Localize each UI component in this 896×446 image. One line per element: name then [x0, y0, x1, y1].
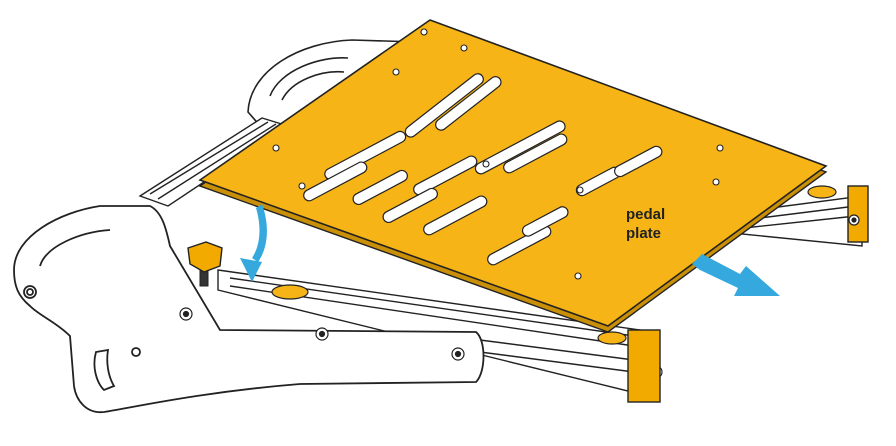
pedal-plate-label-line-2: plate — [626, 225, 662, 242]
pedal-plate-label-line-1: pedal — [626, 206, 666, 223]
rear-rubber-pad — [807, 185, 837, 199]
pedal-plate — [198, 19, 828, 333]
end-caps — [271, 185, 837, 403]
front-side-bracket — [13, 205, 485, 413]
adjustment-knob — [187, 241, 223, 287]
tilt-arrow — [240, 204, 267, 282]
front-end-cap — [627, 329, 661, 403]
slide-arrow — [692, 254, 780, 296]
left-rubber-pad — [271, 284, 309, 300]
front-rubber-pad — [597, 331, 627, 345]
